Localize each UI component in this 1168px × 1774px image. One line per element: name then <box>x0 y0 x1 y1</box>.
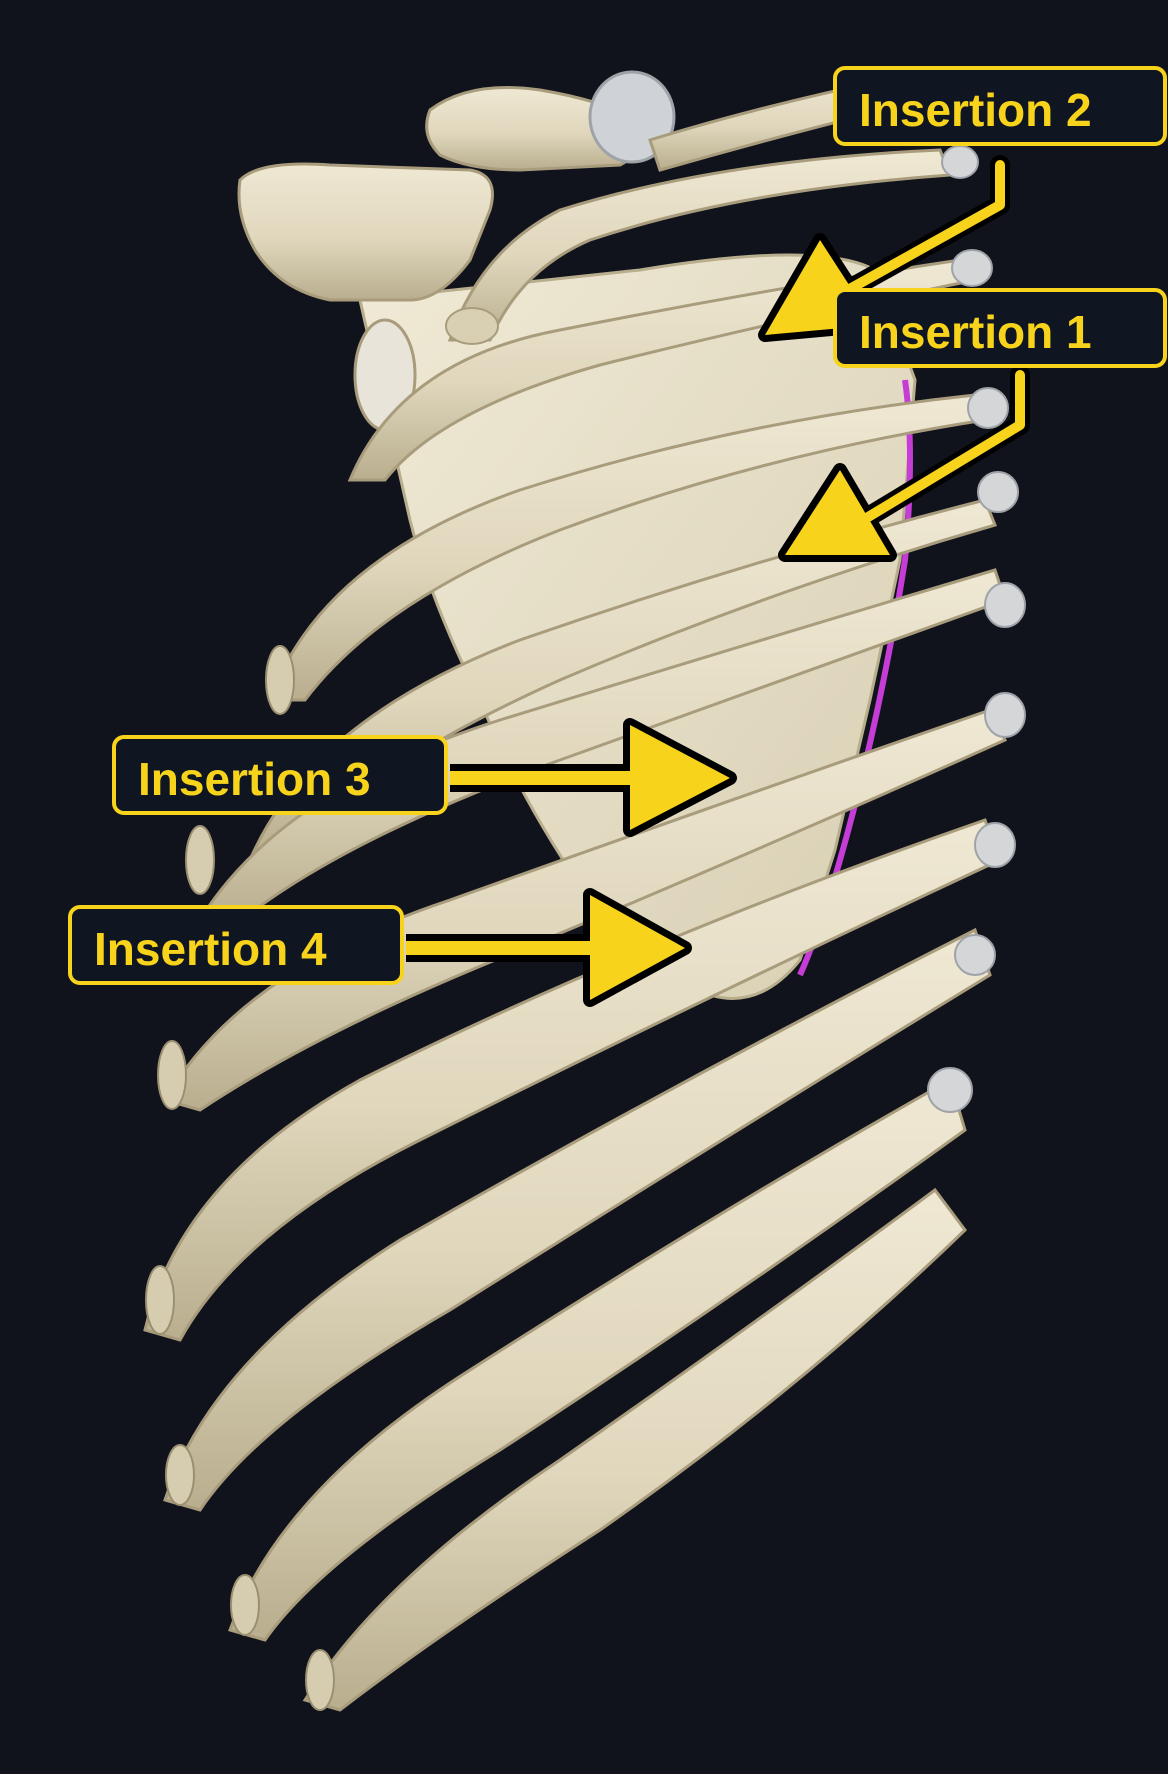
rib-heads <box>927 145 1026 1113</box>
arrow-insertion-4 <box>406 888 692 1007</box>
rib-cut-ends <box>145 645 335 1711</box>
callout-insertion-1: Insertion 1 <box>833 288 1167 368</box>
callout-insertion-3: Insertion 3 <box>112 735 448 815</box>
arrow-insertion-1 <box>778 365 1030 562</box>
acromion <box>237 162 494 302</box>
callout-insertion-4: Insertion 4 <box>68 905 404 985</box>
rib-7 <box>143 818 1002 1342</box>
rib-10 <box>302 1187 967 1712</box>
arrow-insertion-3 <box>450 718 737 837</box>
ribs <box>143 258 1008 1712</box>
callout-insertion-2: Insertion 2 <box>833 66 1167 146</box>
